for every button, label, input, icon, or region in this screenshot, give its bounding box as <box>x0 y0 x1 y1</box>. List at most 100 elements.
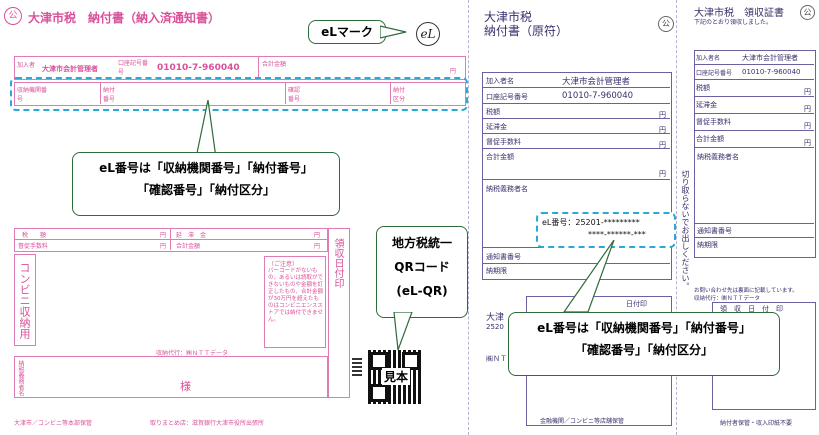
r-payer-name: 大津市会計管理者 <box>742 54 798 62</box>
receipt-subtitle: 下記のとおり領収しました。 <box>694 19 773 26</box>
notice-box <box>264 256 326 348</box>
payer-name: 大津市会計管理者 <box>42 65 98 73</box>
el-number-line1: eL番号：25201-********* <box>542 218 640 227</box>
middle-title1: 大津市税 <box>484 10 533 24</box>
el-desc-callout-top: eL番号は「収納機関番号」「納付番号」 「確認番号」「納付区分」 <box>72 152 340 216</box>
r-payer-name-label: 納税義務者名 <box>697 153 739 161</box>
fee-label: 督促手数料 <box>18 243 49 250</box>
m-fee: 督促手数料 <box>486 138 521 146</box>
m-account-no: 01010-7-960040 <box>562 91 634 101</box>
qr-mihon-stamp: 見本 <box>382 368 411 385</box>
el-number-row <box>14 82 466 106</box>
tax-yen: 円 <box>160 232 167 239</box>
m-total-yen: 円 <box>659 170 666 178</box>
el-number-highlight <box>10 77 468 111</box>
m-stamp-head: 日付印 <box>626 300 647 308</box>
r-delay-yen: 円 <box>804 105 811 113</box>
conv-box <box>14 254 36 346</box>
r-tax: 税額 <box>696 84 710 92</box>
left-payment-slip: 公 大津市税 納付書（納入済通知書） 加入者 大津市会計管理者 口座記号番号 0… <box>4 7 468 427</box>
r-deadline: 納期限 <box>697 241 718 249</box>
r-fee: 督促手数料 <box>696 118 731 126</box>
m-payer-label: 加入者名 <box>486 77 514 85</box>
cut-line-right <box>676 0 677 435</box>
qr-code-sample <box>368 350 422 404</box>
m-total: 合計金額 <box>486 153 514 161</box>
r-fee-yen: 円 <box>804 122 811 130</box>
el-desc-pointer-bottom <box>562 240 615 313</box>
qr-line2: QRコード <box>394 260 450 274</box>
agent-text: 収納代行：㈱ＮＴＴデータ <box>156 350 229 357</box>
el-desc-top-line1: eL番号は「収納機関番号」「納付番号」 <box>99 161 313 175</box>
r-account-label: 口座記号番号 <box>696 70 733 77</box>
m-account-label: 口座記号番号 <box>486 93 528 101</box>
el-number-box <box>536 212 676 248</box>
middle-seal-icon: 公 <box>658 16 674 32</box>
payer-name-label: 納税義務者名 <box>17 360 24 396</box>
receipt-seal-icon: 公 <box>800 5 815 20</box>
m-footer: 金融機関／コンビニ等店舗保管 <box>540 418 625 425</box>
small-barcode <box>352 356 362 376</box>
m-bottom-agent: ㈱ＮＴ <box>486 355 507 363</box>
total-box <box>258 56 466 80</box>
el-desc-bottom-line1: eL番号は「収納機関番号」「納付番号」 <box>537 321 751 335</box>
r-delay: 延滞金 <box>696 101 717 109</box>
payer-name-box <box>14 356 328 398</box>
tax-table <box>14 228 328 252</box>
el-number-line2: ****-******-*** <box>588 230 646 239</box>
r-notice-no: 通知書番号 <box>697 227 732 235</box>
kubun-label: 納付区分 <box>393 87 406 103</box>
m-tax: 税額 <box>486 108 500 116</box>
r-inquiry: お問い合わせ先は裏面に記載しています。 <box>694 288 798 294</box>
payer-label: 加入者 <box>17 62 36 69</box>
confirm-label: 確認番号 <box>288 87 301 103</box>
m-payer-name-label: 納税義務者名 <box>486 185 528 193</box>
notice-head: （ご注意） <box>268 261 299 268</box>
footer-mid: 取りまとめ店：滋賀銀行大津市役所出張所 <box>150 420 265 427</box>
r-stamp-head: 領 収 日 付 印 <box>720 305 783 313</box>
qr-pointer <box>393 312 413 351</box>
middle-stub: 大津市税 納付書（原符） 公 加入者名 大津市会計管理者 口座記号番号 01010-… <box>476 0 686 435</box>
middle-table <box>482 72 672 280</box>
cut-line-left <box>468 0 469 435</box>
receipt-slip: 大津市税 領収証書 下記のとおり領収しました。 公 加入者名大津市会計管理者 口… <box>690 0 819 435</box>
el-desc-pointer-top <box>195 100 217 159</box>
m-fee-yen: 円 <box>659 141 666 149</box>
left-form-title: 大津市税 納付書（納入済通知書） <box>28 11 221 25</box>
m-bottom-name: 大津 <box>486 313 505 323</box>
account-label: 口座記号番号 <box>118 60 149 76</box>
m-delay: 延滞金 <box>486 123 507 131</box>
m-delay-yen: 円 <box>659 126 666 134</box>
collect-label: 収納機関番号 <box>17 87 48 103</box>
receipt-table <box>694 50 816 258</box>
total-label: 合計金額 <box>262 61 287 68</box>
m-deadline: 納期限 <box>486 267 507 275</box>
r-tax-yen: 円 <box>804 88 811 96</box>
seal-icon: 公 <box>4 7 22 25</box>
notice-body: バーコードがないもの、あるいは読取ができないものや金額を訂正したもの、合計金額が… <box>268 268 324 323</box>
r-account-no: 01010-7-960040 <box>742 68 801 76</box>
total2-label: 合計金額 <box>176 243 201 250</box>
el-logo-icon: eL <box>416 22 440 46</box>
m-bottom-no: 2520 <box>486 323 504 331</box>
m-notice-no: 通知書番号 <box>486 253 521 261</box>
m-tax-yen: 円 <box>659 111 666 119</box>
m-payer-name: 大津市会計管理者 <box>562 77 631 87</box>
el-desc-callout-bottom: eL番号は「収納機関番号」「納付番号」 「確認番号」「納付区分」 <box>508 312 780 376</box>
total-yen: 円 <box>450 68 457 75</box>
qr-line3: (eL-QR) <box>396 284 448 298</box>
total2-yen: 円 <box>314 243 321 250</box>
r-payer-label: 加入者名 <box>696 55 721 62</box>
delay-yen: 円 <box>314 232 321 239</box>
conv-label: コンビニ収納用 <box>18 262 31 339</box>
el-mark-callout: eLマーク <box>308 20 386 44</box>
tax-label: 税 額 <box>22 232 47 239</box>
r-footer: 納付者保管・収入印紙不要 <box>720 420 793 427</box>
el-mark-pointer <box>380 25 407 39</box>
footer-left: 大津市／コンビニ等本部保管 <box>14 420 93 427</box>
fee-yen: 円 <box>160 243 167 250</box>
account-number: 01010-7-960040 <box>157 63 240 73</box>
el-desc-top-line2: 「確認番号」「納付区分」 <box>136 183 275 197</box>
middle-title2: 納付書（原符） <box>484 24 569 38</box>
sama-label: 様 <box>180 380 191 393</box>
